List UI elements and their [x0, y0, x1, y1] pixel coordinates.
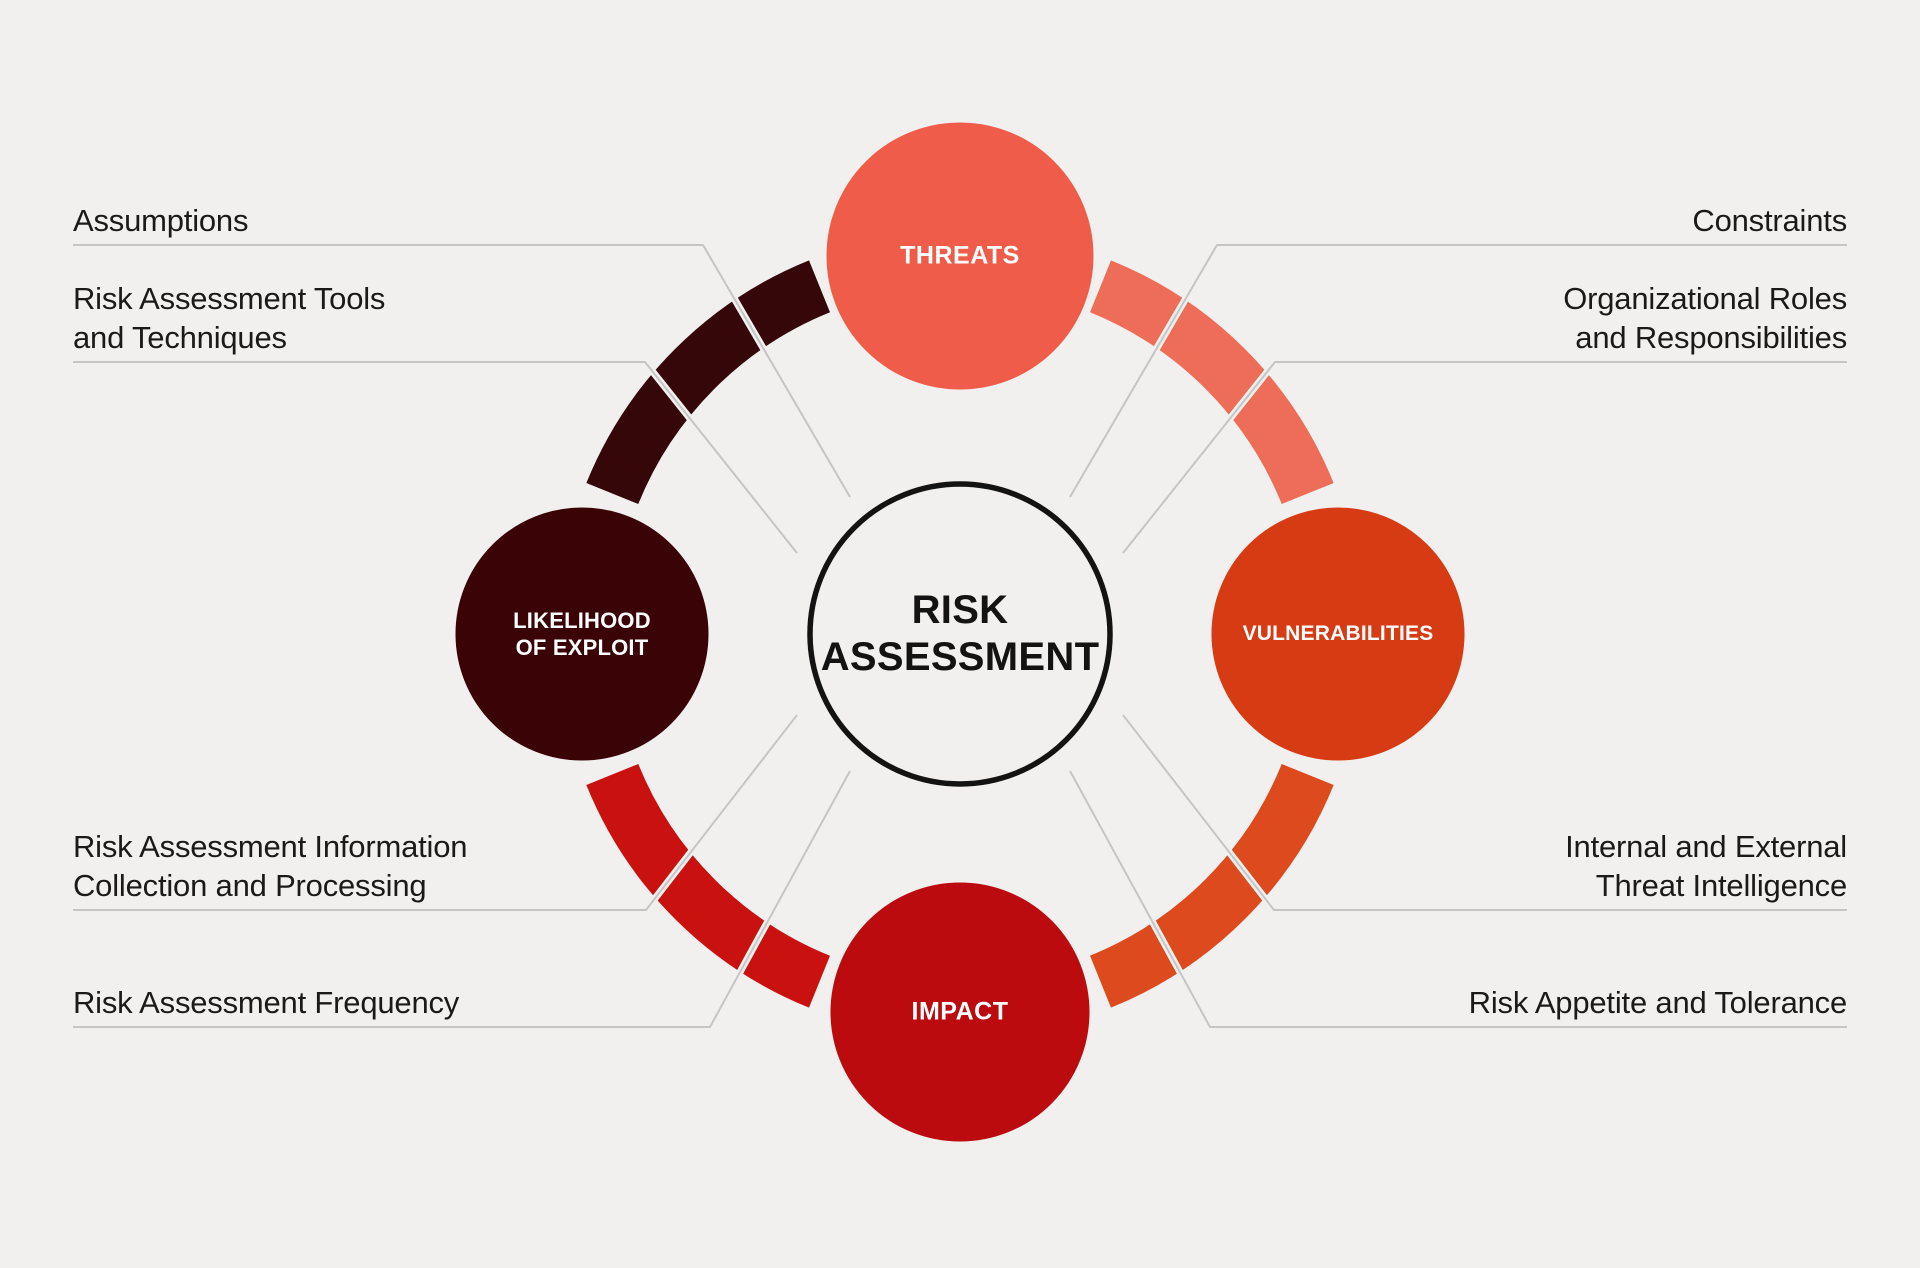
arc-threats-to-vulnerabilities: [1089, 260, 1334, 505]
label-constraints: Constraints: [1692, 201, 1847, 240]
threats-label: THREATS: [900, 241, 1020, 270]
connector-lines: [73, 244, 1847, 1028]
label-org-roles-line2: and Responsibilities: [1575, 320, 1847, 355]
threats-circle: [819, 115, 1101, 397]
connector-information: [73, 714, 798, 911]
center-title: RISK ASSESSMENT: [821, 587, 1100, 681]
label-org-roles: Organizational Roles and Responsibilitie…: [1563, 279, 1847, 357]
label-threat-intel: Internal and External Threat Intelligenc…: [1565, 827, 1847, 905]
likelihood-label: LIKELIHOOD OF EXPLOIT: [513, 607, 651, 661]
center-title-line1: RISK: [911, 588, 1009, 632]
connector-risk-appetite: [1069, 770, 1847, 1028]
label-constraints-line1: Constraints: [1692, 203, 1847, 238]
label-risk-appetite: Risk Appetite and Tolerance: [1468, 983, 1848, 1022]
connector-assumptions: [73, 244, 851, 498]
likelihood-label-line1: LIKELIHOOD: [513, 608, 651, 633]
label-assumptions-line1: Assumptions: [73, 203, 249, 238]
label-threat-intel-line1: Internal and External: [1565, 829, 1847, 864]
label-tools-line1: Risk Assessment Tools: [73, 281, 386, 316]
connector-tools: [73, 361, 798, 554]
label-info-line2: Collection and Processing: [73, 868, 427, 903]
likelihood-circle: [448, 500, 716, 768]
connector-org-roles: [1122, 361, 1847, 554]
label-assumptions: Assumptions: [73, 201, 248, 240]
connector-frequency: [73, 770, 851, 1028]
label-frequency-line1: Risk Assessment Frequency: [73, 985, 460, 1020]
label-info-collection: Risk Assessment Information Collection a…: [73, 827, 468, 905]
arc-vulnerabilities-to-impact: [1089, 763, 1334, 1008]
label-tools-techniques: Risk Assessment Tools and Techniques: [73, 279, 385, 357]
label-org-roles-line1: Organizational Roles: [1563, 281, 1847, 316]
connector-constraints: [1069, 244, 1847, 498]
impact-label: IMPACT: [911, 997, 1009, 1026]
vulnerabilities-label: VULNERABILITIES: [1242, 622, 1434, 645]
center-circle: [807, 481, 1113, 787]
label-risk-appetite-line1: Risk Appetite and Tolerance: [1468, 985, 1848, 1020]
label-tools-line2: and Techniques: [73, 320, 287, 355]
arc-likelihood-to-threats: [586, 260, 831, 505]
label-threat-intel-line2: Threat Intelligence: [1595, 868, 1847, 903]
center-title-line2: ASSESSMENT: [820, 635, 1100, 679]
label-frequency: Risk Assessment Frequency: [73, 983, 459, 1022]
label-info-line1: Risk Assessment Information: [73, 829, 468, 864]
likelihood-label-line2: OF EXPLOIT: [515, 635, 649, 660]
connector-threat-intel: [1122, 714, 1847, 911]
vulnerabilities-circle: [1204, 500, 1472, 768]
arc-impact-to-likelihood: [586, 763, 831, 1008]
impact-circle: [823, 875, 1097, 1149]
